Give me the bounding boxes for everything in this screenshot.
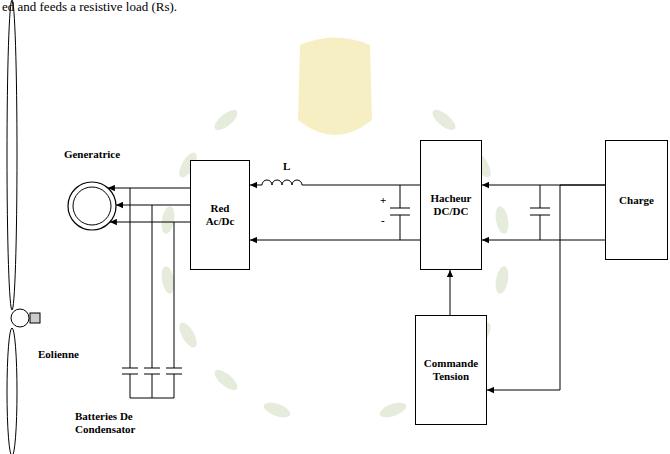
node-label: Commande Tension xyxy=(420,357,482,382)
turbine-blade xyxy=(7,0,17,310)
control-box: Commande Tension xyxy=(415,315,487,425)
generator-circle: Generatrice xyxy=(60,148,124,229)
generator-inner-ring xyxy=(73,187,111,225)
node-label: Red Ac/Dc xyxy=(199,202,241,227)
wire-connector xyxy=(116,205,190,206)
converter-box: Red Ac/Dc xyxy=(190,160,250,270)
wire-connector xyxy=(110,222,190,223)
wire-connector xyxy=(108,188,190,189)
output-capacitor xyxy=(530,185,550,240)
watermark-laurel xyxy=(160,106,511,420)
capacitor-bank-wiring xyxy=(122,188,182,398)
node-label: Hacheur DC/DC xyxy=(425,192,477,217)
node-label: Charge xyxy=(619,194,654,207)
part-name: Eolienne xyxy=(38,348,79,361)
polarity-mark: + xyxy=(380,194,386,207)
watermark-shield xyxy=(298,38,372,136)
wire-connector xyxy=(482,240,605,241)
turbine-nacelle xyxy=(30,313,40,323)
load-box: Charge xyxy=(605,140,668,260)
polarity-mark: - xyxy=(381,214,385,227)
wire-connector xyxy=(487,185,605,390)
inductor-symbol xyxy=(262,180,302,188)
generator-outer-ring xyxy=(68,182,116,230)
generator-symbol xyxy=(67,181,117,231)
turbine-hub xyxy=(11,309,29,327)
turbine-blade xyxy=(7,328,17,454)
node-heading: Generatrice xyxy=(64,148,120,161)
chopper-box: Hacheur DC/DC xyxy=(420,140,482,270)
body-text: ed and feeds a resistive load (Rs). xyxy=(2,0,177,15)
component-label: L xyxy=(283,160,290,173)
wire-connector xyxy=(450,270,451,315)
wire-connector xyxy=(250,240,420,241)
dc-link-capacitor xyxy=(390,185,410,240)
part-name: Batteries De Condensator xyxy=(75,410,155,435)
